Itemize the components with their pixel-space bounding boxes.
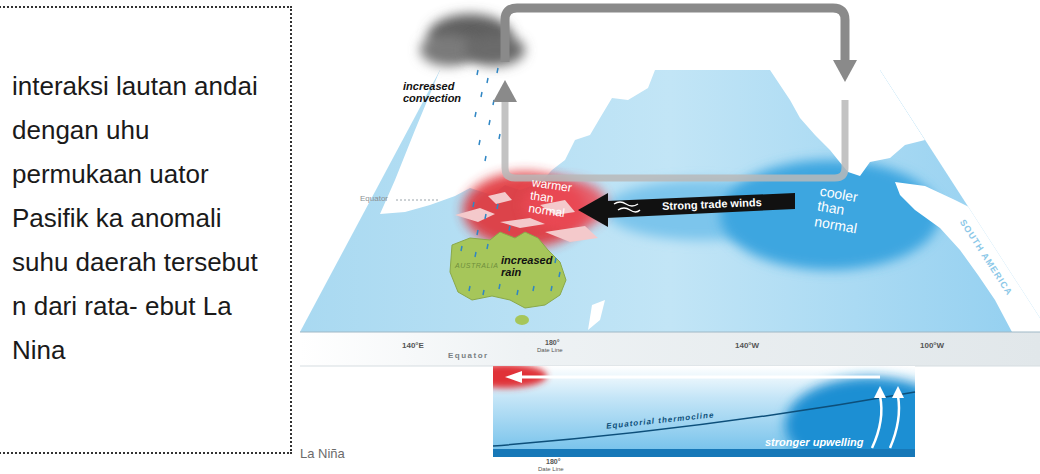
map-label: warmer than normal	[527, 177, 572, 222]
walker-circulation-part	[505, 8, 845, 62]
cross-section-panel	[463, 364, 955, 473]
map-label: 140°W	[735, 342, 759, 351]
trade-wind-arrow-part	[606, 193, 795, 218]
walker-circulation	[493, 8, 857, 178]
map-label: AUSTRALIA	[455, 262, 498, 270]
map-sheet-part	[300, 70, 1040, 332]
walker-circulation-part	[505, 100, 845, 178]
cross-section-panel-part	[872, 396, 899, 448]
map-label: Date Line	[538, 466, 564, 473]
sheet-edge-strip-part	[300, 332, 1040, 366]
map-sheet-part-part	[895, 182, 1040, 332]
cross-section-panel-part-part	[493, 449, 915, 457]
equator-line-part	[396, 200, 440, 201]
australia-land	[450, 232, 566, 325]
trade-wind-arrow	[578, 193, 795, 227]
cross-section-panel-part	[520, 376, 880, 379]
map-label: Equator	[360, 195, 388, 204]
map-label: 100°W	[920, 342, 944, 351]
map-sheet-part-part	[588, 300, 605, 330]
map-label: 140°E	[402, 342, 424, 351]
sheet-edge-strip	[300, 332, 1040, 366]
map-label: Date Line	[537, 347, 563, 354]
map-label: Strong trade winds	[662, 196, 762, 212]
cross-section-panel-part	[493, 366, 915, 457]
map-label: Equator	[448, 352, 489, 361]
map-label: 180°	[546, 458, 560, 466]
map-sheet-part	[380, 70, 1040, 332]
map-label: 180°	[545, 339, 559, 347]
box-text: interaksi lautan andai dengan uhu permuk…	[12, 64, 278, 372]
map-label: increased rain	[501, 254, 552, 278]
cross-section-panel-part	[892, 386, 904, 398]
equator-line	[396, 200, 440, 201]
map-label: cooler than normal	[813, 184, 863, 237]
text-box: interaksi lautan andai dengan uhu permuk…	[0, 6, 292, 454]
map-label: stronger upwelling	[765, 436, 863, 448]
map-label: Equatorial thermocline	[605, 411, 714, 431]
walker-circulation-part	[493, 80, 517, 102]
map-label: SOUTH AMERICA	[957, 218, 1014, 298]
sheet-edge-strip-part	[300, 332, 1040, 333]
cross-section-panel-part	[874, 386, 886, 398]
map-label: increased convection	[403, 80, 461, 104]
walker-circulation-part	[833, 60, 857, 82]
map-label: La Niña	[300, 447, 345, 461]
australia-land-part	[515, 315, 529, 325]
storm-cloud-part	[465, 34, 525, 66]
australia-land-part	[450, 232, 566, 308]
trade-wind-arrow-part	[578, 193, 608, 227]
map-sheet	[300, 70, 1040, 332]
trade-wind-arrow-part	[614, 202, 640, 212]
cross-section-panel-part	[505, 371, 522, 383]
